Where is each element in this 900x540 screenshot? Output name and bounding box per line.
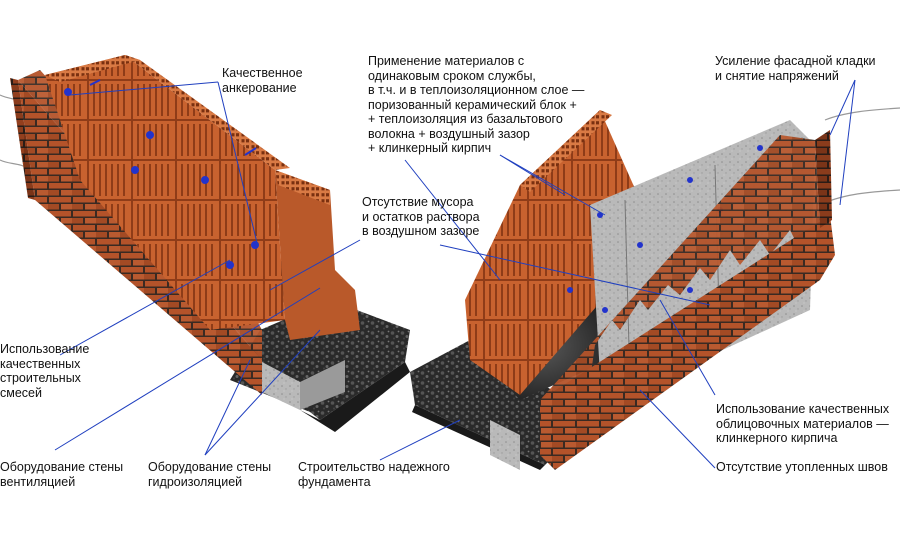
label-facade-reinforcement: Усиление фасадной кладки и снятие напряж… <box>715 54 876 83</box>
leader-debris-1 <box>269 239 361 291</box>
leader-waterproofing-2 <box>204 359 251 456</box>
label-facing-materials: Использование качественных облицовочных … <box>716 402 890 445</box>
leader-materials-2 <box>499 154 606 216</box>
leader-debris-2 <box>439 244 711 306</box>
leader-foundation <box>379 419 461 461</box>
right-foundation <box>410 340 560 465</box>
right-clinker-brick-face <box>540 215 835 470</box>
left-wall-assembly <box>0 55 410 432</box>
leader-anchoring-2 <box>217 81 259 248</box>
leader-materials-3 <box>499 154 566 196</box>
leader-facade-1 <box>829 79 856 136</box>
label-anchoring: Качественное анкерование <box>222 66 303 95</box>
label-no-debris: Отсутствие мусора и остатков раствора в … <box>362 195 480 238</box>
leader-no-recessed <box>639 389 716 469</box>
label-quality-mixes: Использование качественных строительных … <box>0 342 90 400</box>
leader-mixes <box>59 259 231 356</box>
right-waterproof-strip <box>490 420 520 470</box>
left-waterproof-strip <box>262 362 300 410</box>
label-ventilation: Оборудование стены вентиляцией <box>0 460 124 489</box>
right-wall-assembly <box>410 107 900 470</box>
left-ceramic-block-top <box>45 55 140 82</box>
left-ceramic-block-front <box>45 55 285 330</box>
left-anchors <box>64 79 259 269</box>
leader-waterproofing-1 <box>204 329 321 456</box>
leader-facade-2 <box>839 79 856 206</box>
label-no-recessed-joints: Отсутствие утопленных швов <box>716 460 888 474</box>
right-ceramic-block <box>465 110 640 395</box>
leader-lines <box>54 79 856 469</box>
label-waterproofing: Оборудование стены гидроизоляцией <box>148 460 272 489</box>
leader-materials-1 <box>404 159 501 281</box>
leader-anchoring-1 <box>69 81 219 96</box>
leader-facing-1 <box>659 299 716 396</box>
leader-ventilation <box>54 287 321 451</box>
label-foundation: Строительство надежного фундамента <box>298 460 450 489</box>
label-materials-lifetime: Применение материалов с одинаковым сроко… <box>368 54 585 155</box>
